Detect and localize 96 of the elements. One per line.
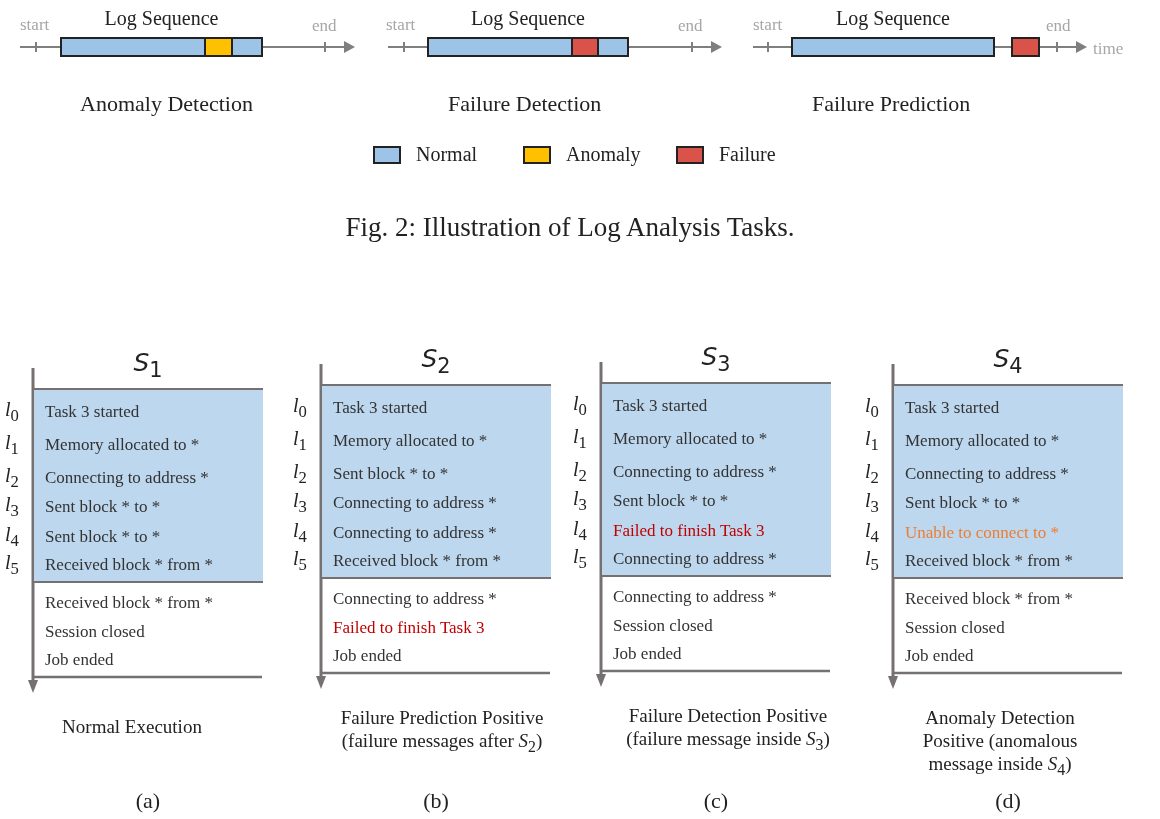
log-segment [571, 37, 599, 57]
line-index: l$_{0}$ [573, 392, 587, 420]
log-message: Failed to finish Task 3 [613, 521, 765, 541]
panel-description: Failure Prediction Positive (failure messages after S$_{2}$) [339, 706, 545, 757]
window-heading: S$_{1}$ [132, 348, 164, 382]
line-index: l$_{4}$ [5, 523, 19, 551]
log-message: Sent block * to * [45, 527, 161, 547]
line-index: l$_{4}$ [293, 519, 307, 547]
log-message: Task 3 started [613, 396, 708, 416]
line-index: l$_{4}$ [865, 519, 879, 547]
log-message: Session closed [45, 621, 145, 642]
log-message: Task 3 started [45, 402, 140, 422]
log-message: Job ended [45, 650, 114, 670]
line-index: l$_{3}$ [5, 493, 19, 521]
log-message: Received block * from * [45, 593, 214, 613]
log-message: Received block * from * [905, 551, 1074, 571]
line-index: l$_{2}$ [573, 458, 587, 486]
panel-label: (b) [422, 788, 450, 814]
line-index: l$_{3}$ [865, 489, 879, 517]
panel-label: (a) [134, 788, 162, 814]
line-index: l$_{2}$ [293, 460, 307, 488]
axis-label: end [1046, 16, 1071, 36]
panel-description: Anomaly Detection Positive (anomalous message inside S$_{4}$) [921, 706, 1079, 780]
line-index: l$_{5}$ [865, 547, 879, 575]
panel-description: Failure Detection Positive (failure message inside S$_{3}$) [625, 704, 831, 755]
line-index: l$_{5}$ [293, 547, 307, 575]
line-index: l$_{0}$ [293, 394, 307, 422]
line-index: l$_{1}$ [865, 427, 879, 455]
log-segment [1011, 37, 1040, 57]
heading: Log Sequence [835, 6, 951, 30]
log-window-box [322, 384, 551, 579]
log-message: Job ended [905, 646, 974, 666]
log-message: Task 3 started [333, 398, 428, 418]
line-index: l$_{2}$ [865, 460, 879, 488]
log-message: Connecting to address * [333, 589, 497, 609]
panel-description: Normal Execution [61, 715, 203, 738]
log-message: Connecting to address * [45, 468, 209, 488]
log-message: Received block * from * [905, 589, 1074, 609]
log-message: Received block * from * [45, 555, 214, 575]
line-index: l$_{5}$ [5, 551, 19, 579]
log-message: Connecting to address * [613, 549, 777, 569]
log-message: Connecting to address * [905, 464, 1069, 484]
log-window-box [34, 388, 263, 583]
log-message: Memory allocated to * [905, 431, 1060, 451]
log-message: Job ended [613, 644, 682, 664]
log-message: Memory allocated to * [333, 431, 488, 451]
axis-label: start [20, 15, 50, 35]
log-message: Sent block * to * [905, 493, 1021, 513]
log-message: Unable to connect to * [905, 523, 1059, 543]
line-index: l$_{5}$ [573, 545, 587, 573]
legend-label: Normal [416, 143, 478, 166]
line-index: l$_{3}$ [573, 487, 587, 515]
heading: Log Sequence [103, 6, 220, 30]
line-index: l$_{1}$ [573, 425, 587, 453]
log-window-box [602, 382, 831, 577]
window-heading: S$_{2}$ [420, 344, 452, 378]
panel-label: (d) [994, 788, 1022, 814]
log-message: Failed to finish Task 3 [333, 617, 485, 638]
log-message: Session closed [905, 617, 1005, 638]
log-message: Connecting to address * [333, 493, 497, 513]
log-message: Session closed [613, 615, 713, 636]
line-index: l$_{0}$ [865, 394, 879, 422]
log-message: Task 3 started [905, 398, 1000, 418]
legend-label: Failure [719, 143, 776, 166]
log-message: Memory allocated to * [45, 435, 200, 455]
log-message: Connecting to address * [333, 523, 497, 543]
axis-label: start [386, 15, 416, 35]
task-title: Failure Detection [448, 91, 602, 117]
log-window-box [894, 384, 1123, 579]
log-message: Sent block * to * [613, 491, 729, 511]
log-message: Connecting to address * [613, 587, 777, 607]
axis-label: end [312, 16, 337, 36]
axis-label: time [1093, 39, 1124, 59]
log-message: Memory allocated to * [613, 429, 768, 449]
log-message: Sent block * to * [45, 497, 161, 517]
line-index: l$_{4}$ [573, 517, 587, 545]
task-title: Anomaly Detection [80, 91, 253, 117]
log-segment [204, 37, 233, 57]
line-index: l$_{3}$ [293, 489, 307, 517]
log-message: Received block * from * [333, 551, 502, 571]
window-heading: S$_{3}$ [700, 342, 732, 376]
window-heading: S$_{4}$ [992, 344, 1024, 378]
caption: Fig. 2: Illustration of Log Analysis Tasks. [344, 212, 796, 243]
axis-label: end [678, 16, 703, 36]
line-index: l$_{2}$ [5, 464, 19, 492]
log-message: Job ended [333, 646, 402, 666]
log-message: Connecting to address * [613, 462, 777, 482]
line-index: l$_{1}$ [5, 431, 19, 459]
legend-label: Anomaly [566, 143, 641, 166]
line-index: l$_{1}$ [293, 427, 307, 455]
log-message: Sent block * to * [333, 464, 449, 484]
task-title: Failure Prediction [812, 91, 971, 117]
axis-label: start [753, 15, 783, 35]
heading: Log Sequence [470, 6, 586, 30]
line-index: l$_{0}$ [5, 398, 19, 426]
panel-label: (c) [702, 788, 730, 814]
